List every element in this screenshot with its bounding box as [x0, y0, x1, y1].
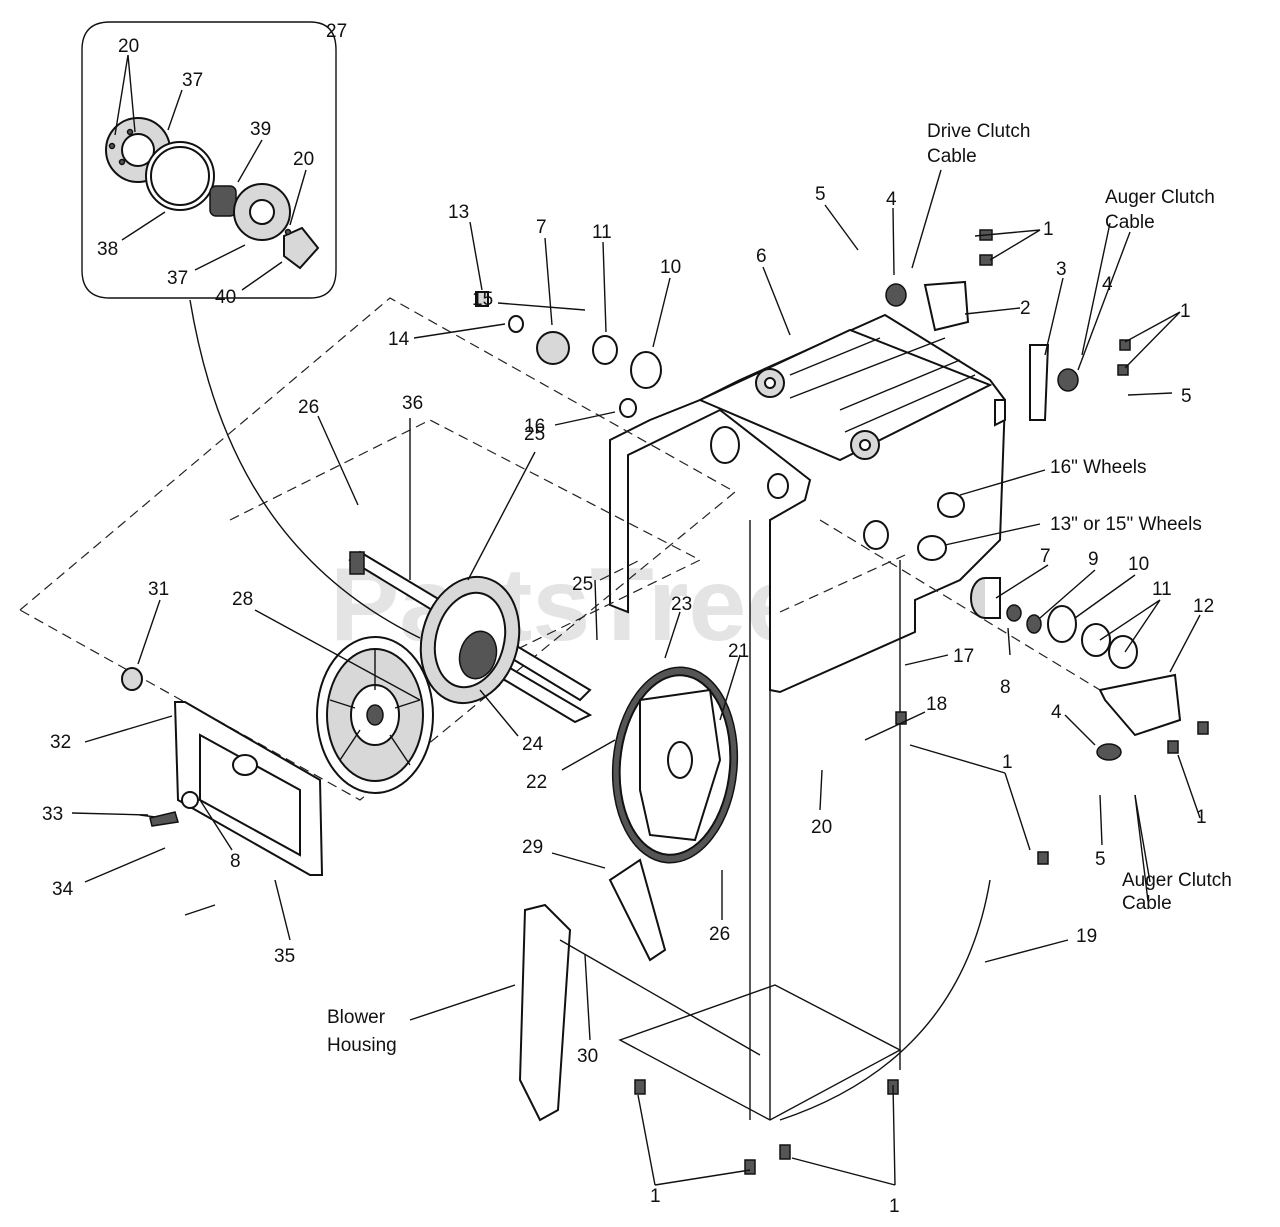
pulley-housing-24 — [419, 575, 521, 705]
callout-9: 9 — [1088, 549, 1099, 570]
flange-40-icon — [283, 226, 320, 270]
pulley-28 — [316, 636, 434, 794]
upper-hardware — [475, 280, 1079, 421]
callout-4: 4 — [1051, 702, 1062, 723]
inset-connector-line — [189, 299, 421, 639]
callout-1: 1 — [1043, 219, 1054, 240]
callout-25: 25 — [572, 574, 593, 595]
callout-30: 30 — [577, 1046, 598, 1067]
callout-16: 16 — [524, 416, 545, 437]
callout-10: 10 — [1128, 554, 1149, 575]
callout-29: 29 — [522, 837, 543, 858]
callout-10: 10 — [660, 257, 681, 278]
callout-19: 19 — [1076, 926, 1097, 947]
callout-20: 20 — [118, 36, 139, 57]
bracket-12-icon — [1098, 673, 1182, 737]
wheels-16-label: 16" Wheels — [1050, 457, 1147, 478]
callout-12: 12 — [1193, 596, 1214, 617]
callout-7: 7 — [1040, 546, 1051, 567]
callout-5: 5 — [1095, 849, 1106, 870]
auger-clutch-cable-top-label-line1: Auger Clutch — [1105, 187, 1215, 208]
callout-32: 32 — [50, 732, 71, 753]
blower-housing-label-line2: Housing — [327, 1035, 397, 1056]
callout-1: 1 — [1196, 807, 1207, 828]
text-labels: Drive Clutch Cable Auger Clutch Cable 16… — [327, 121, 1232, 1056]
inset-box — [81, 21, 337, 299]
callout-37: 37 — [167, 268, 188, 289]
callout-34: 34 — [52, 879, 74, 900]
callout-20: 20 — [293, 149, 314, 170]
callout-22: 22 — [526, 772, 547, 793]
callout-39: 39 — [250, 119, 271, 140]
callout-23: 23 — [671, 594, 692, 615]
auger-clutch-cable-bottom-label-line2: Cable — [1122, 893, 1172, 914]
bearing-39-icon — [209, 185, 237, 217]
callout-6: 6 — [756, 246, 767, 267]
callout-25: 25 — [524, 424, 545, 445]
callout-31: 31 — [148, 579, 169, 600]
frame-6 — [609, 313, 1007, 694]
callout-5: 5 — [1181, 386, 1192, 407]
callout-4: 4 — [886, 189, 897, 210]
callout-14: 14 — [388, 329, 410, 350]
hole-13-15-wheels-icon — [917, 535, 947, 561]
callout-7: 7 — [536, 217, 547, 238]
callout-labels: 27 20 37 39 20 38 37 40 13 7 11 10 14 15… — [42, 21, 1214, 1217]
drive-clutch-cable-label-line2: Cable — [927, 146, 977, 167]
gear-21 — [611, 666, 739, 864]
callout-26: 26 — [709, 924, 730, 945]
watermark: PartsTree — [330, 547, 804, 663]
callout-5: 5 — [815, 184, 826, 205]
callout-35: 35 — [274, 946, 295, 967]
hole-16-wheels-icon — [937, 492, 965, 518]
callout-17: 17 — [953, 646, 974, 667]
callout-24: 24 — [522, 734, 544, 755]
callout-4: 4 — [1102, 274, 1113, 295]
callout-36: 36 — [402, 393, 423, 414]
screws — [634, 229, 1209, 1175]
leader-lines — [71, 54, 1201, 1186]
bracket-2-icon — [923, 280, 970, 332]
callout-1: 1 — [1002, 752, 1013, 773]
callout-15: 15 — [472, 289, 493, 310]
callout-33: 33 — [42, 804, 63, 825]
callout-3: 3 — [1056, 259, 1067, 280]
callout-28: 28 — [232, 589, 253, 610]
callout-8: 8 — [230, 851, 241, 872]
blower-housing-label-line1: Blower — [327, 1007, 386, 1028]
blower-housing — [518, 520, 991, 1122]
callout-20: 20 — [811, 817, 832, 838]
callout-18: 18 — [926, 694, 947, 715]
idler-plate-assembly — [121, 667, 324, 916]
right-bearing-stack — [970, 577, 1182, 761]
callout-21: 21 — [728, 641, 749, 662]
bracket-3-icon — [1029, 344, 1050, 421]
drive-clutch-cable-label-line1: Drive Clutch — [927, 121, 1030, 142]
callout-13: 13 — [448, 202, 469, 223]
callout-8: 8 — [1000, 677, 1011, 698]
callout-26: 26 — [298, 397, 319, 418]
callout-1: 1 — [889, 1196, 900, 1217]
callout-27: 27 — [326, 21, 347, 42]
callout-40: 40 — [215, 287, 236, 308]
auger-clutch-cable-bottom-label-line1: Auger Clutch — [1122, 870, 1232, 891]
callout-2: 2 — [1020, 298, 1031, 319]
wheels-13-15-label: 13" or 15" Wheels — [1050, 514, 1202, 535]
callout-11: 11 — [592, 222, 612, 243]
callout-1: 1 — [650, 1186, 661, 1207]
callout-37: 37 — [182, 70, 203, 91]
callout-11: 11 — [1152, 579, 1172, 600]
callout-38: 38 — [97, 239, 118, 260]
callout-1: 1 — [1180, 301, 1191, 322]
auger-clutch-cable-top-label-line2: Cable — [1105, 212, 1155, 233]
